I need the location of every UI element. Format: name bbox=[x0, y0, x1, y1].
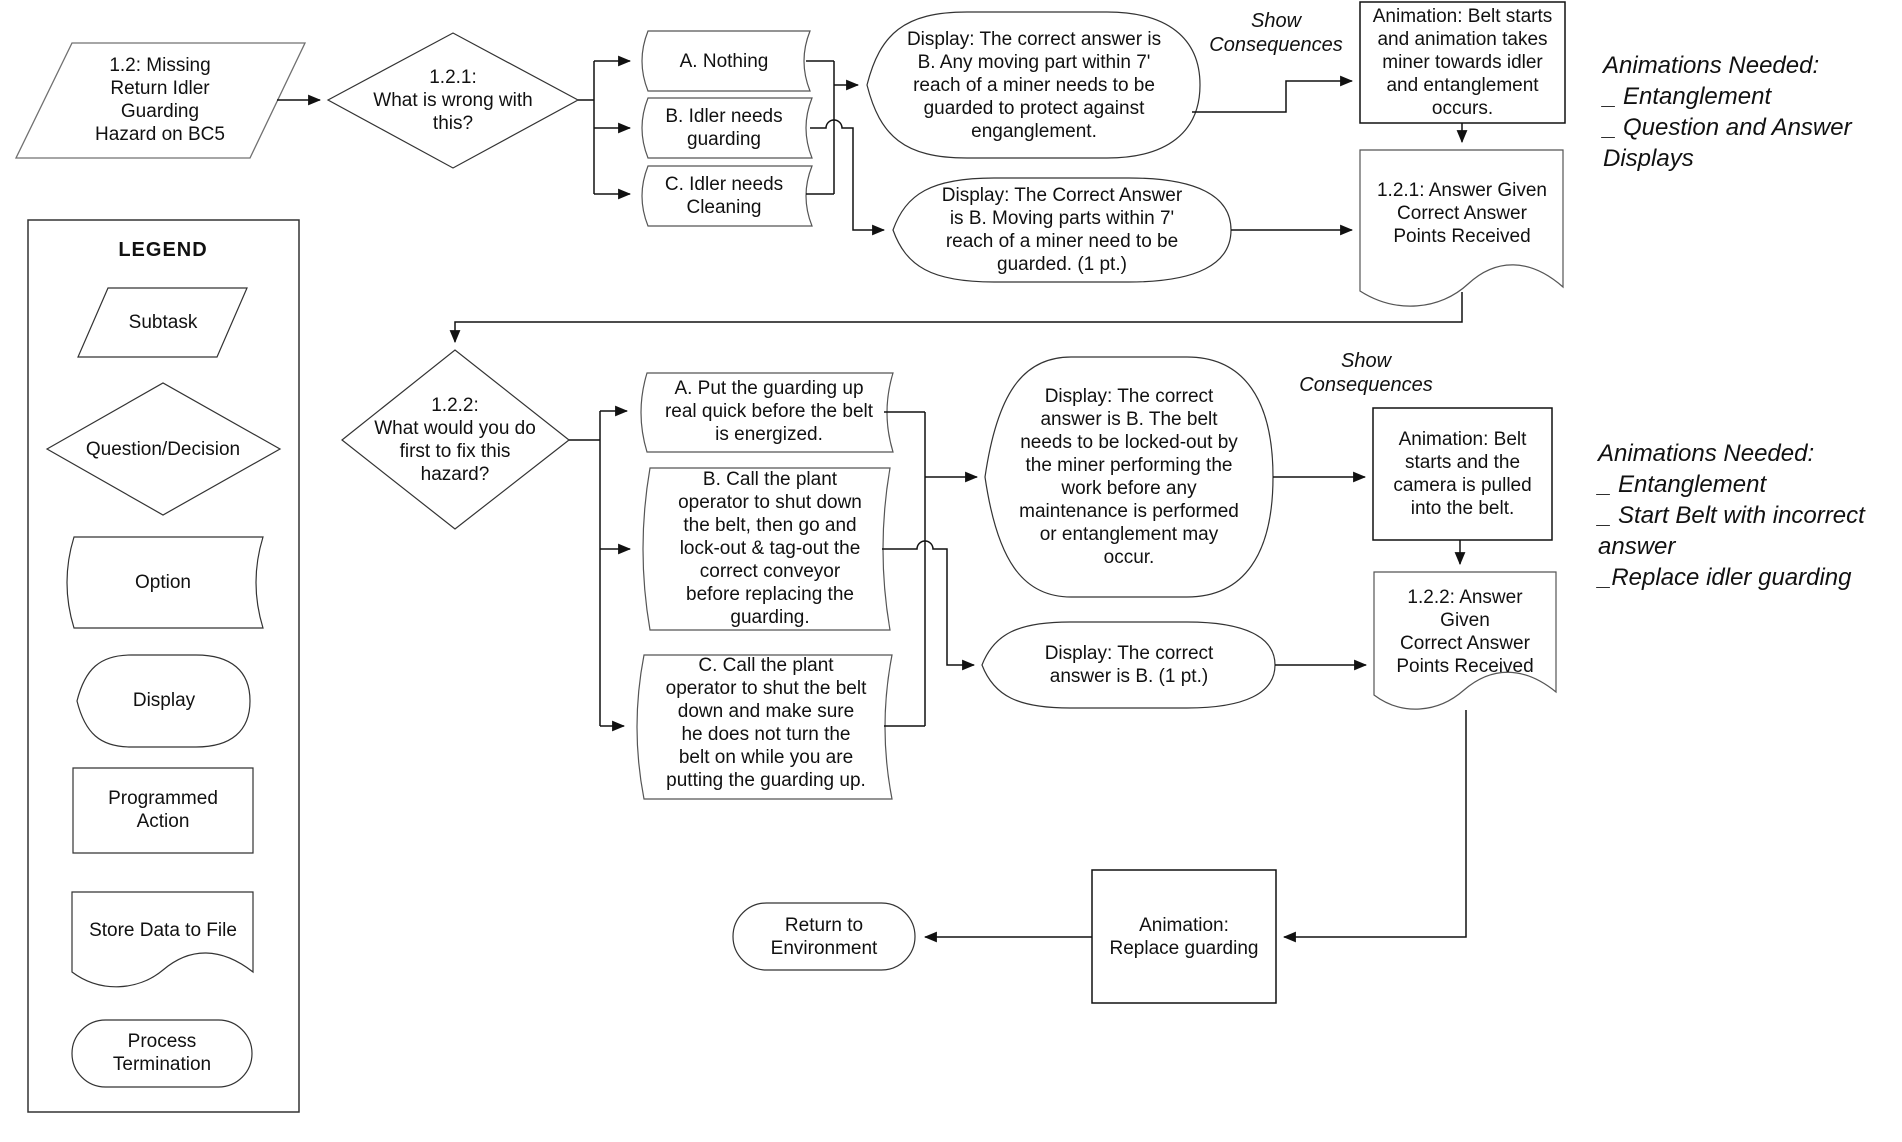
legend-programmed-action-label: Programmed Action bbox=[108, 788, 218, 832]
annotation-animations-needed-2: Animations Needed: _ Entanglement _ Star… bbox=[1598, 440, 1865, 591]
option-c1-label: C. Idler needs Cleaning bbox=[664, 174, 784, 218]
annotation-animations-needed-1: Animations Needed: _ Entanglement _ Ques… bbox=[1603, 52, 1852, 172]
legend-box bbox=[28, 220, 299, 1112]
legend-programmed-action-shape bbox=[73, 768, 253, 853]
connector-options1-junction bbox=[806, 61, 834, 194]
show-consequences-label-2: Show Consequences bbox=[1299, 350, 1433, 396]
animation-entanglement-shape bbox=[1360, 2, 1565, 123]
legend-display-label: Display bbox=[132, 689, 196, 711]
legend-process-termination-label: Process Termination bbox=[112, 1031, 212, 1075]
option-a1-label: A. Nothing bbox=[679, 50, 769, 72]
legend-option-label: Option bbox=[135, 571, 191, 593]
return-terminator-label: Return to Environment bbox=[770, 915, 878, 959]
legend-decision-shape bbox=[47, 383, 280, 515]
decision-1-2-2-label: 1.2.2: What would you do first to fix th… bbox=[374, 395, 536, 485]
option-c2-label: C. Call the plant operator to shut the b… bbox=[665, 655, 867, 791]
option-b2-label: B. Call the plant operator to shut down … bbox=[678, 468, 862, 628]
legend-title: LEGEND bbox=[118, 238, 208, 261]
legend-subtask-shape bbox=[78, 288, 247, 357]
connector-decision2-branch-trunk bbox=[569, 411, 600, 726]
legend-option-shape bbox=[67, 537, 263, 628]
connector-store1-to-decision2 bbox=[449, 292, 1462, 344]
legend-termination-shape bbox=[72, 1020, 252, 1087]
option-a2-shape bbox=[641, 373, 893, 452]
connector-store2-to-animation3 bbox=[1282, 710, 1466, 943]
store-data-1-2-1-label: 1.2.1: Answer Given Correct Answer Point… bbox=[1376, 179, 1548, 247]
connector-display-wrong1-to-animation1 bbox=[1192, 75, 1354, 112]
connector-decision1-branch-trunk bbox=[578, 61, 594, 194]
option-c2-shape bbox=[637, 655, 892, 799]
subtask-shape bbox=[16, 43, 305, 158]
legend-subtask-label: Subtask bbox=[128, 311, 198, 333]
animation-camera-label: Animation: Belt starts and the camera is… bbox=[1393, 429, 1532, 519]
option-c1-shape bbox=[642, 166, 812, 226]
option-b2-shape bbox=[643, 468, 890, 630]
return-terminator-shape bbox=[733, 903, 915, 970]
decision-1-2-1-label: 1.2.1: What is wrong with this? bbox=[373, 66, 533, 134]
option-b1-label: B. Idler needs guarding bbox=[665, 106, 783, 150]
display-wrong-answer-1-shape bbox=[867, 12, 1200, 158]
display-wrong-answer-1-label: Display: The correct answer is B. Any mo… bbox=[906, 28, 1162, 142]
legend-store-data-shape bbox=[72, 892, 253, 987]
connector-option-b2-to-display-correct2 bbox=[882, 541, 976, 671]
store-data-1-2-1-shape bbox=[1360, 150, 1563, 306]
display-wrong-answer-2-label: Display: The correct answer is B. The be… bbox=[1019, 386, 1239, 568]
animation-camera-shape bbox=[1373, 408, 1552, 540]
show-consequences-label-1: Show Consequences bbox=[1209, 10, 1343, 56]
animation-replace-guarding-shape bbox=[1092, 870, 1276, 1003]
display-correct-answer-2-label: Display: The correct answer is B. (1 pt.… bbox=[1044, 643, 1214, 687]
legend-question-decision-label: Question/Decision bbox=[85, 438, 241, 460]
subtask-label: 1.2: Missing Return Idler Guarding Hazar… bbox=[95, 55, 225, 145]
store-data-1-2-2-shape bbox=[1374, 572, 1556, 709]
display-correct-answer-1-label: Display: The Correct Answer is B. Moving… bbox=[941, 185, 1183, 275]
animation-entanglement-label: Animation: Belt starts and animation tak… bbox=[1372, 6, 1553, 119]
legend-store-data-label: Store Data to File bbox=[89, 919, 237, 941]
store-data-1-2-2-label: 1.2.2: Answer Given Correct Answer Point… bbox=[1396, 587, 1534, 677]
option-a1-shape bbox=[642, 31, 810, 91]
connector-options2-junction bbox=[884, 412, 925, 726]
connector-option-b1-to-display-correct1 bbox=[810, 120, 886, 236]
animation-replace-guarding-label: Animation: Replace guarding bbox=[1109, 915, 1259, 959]
option-b1-shape bbox=[642, 98, 812, 158]
legend-display-shape bbox=[77, 655, 250, 747]
option-a2-label: A. Put the guarding up real quick before… bbox=[664, 377, 874, 445]
